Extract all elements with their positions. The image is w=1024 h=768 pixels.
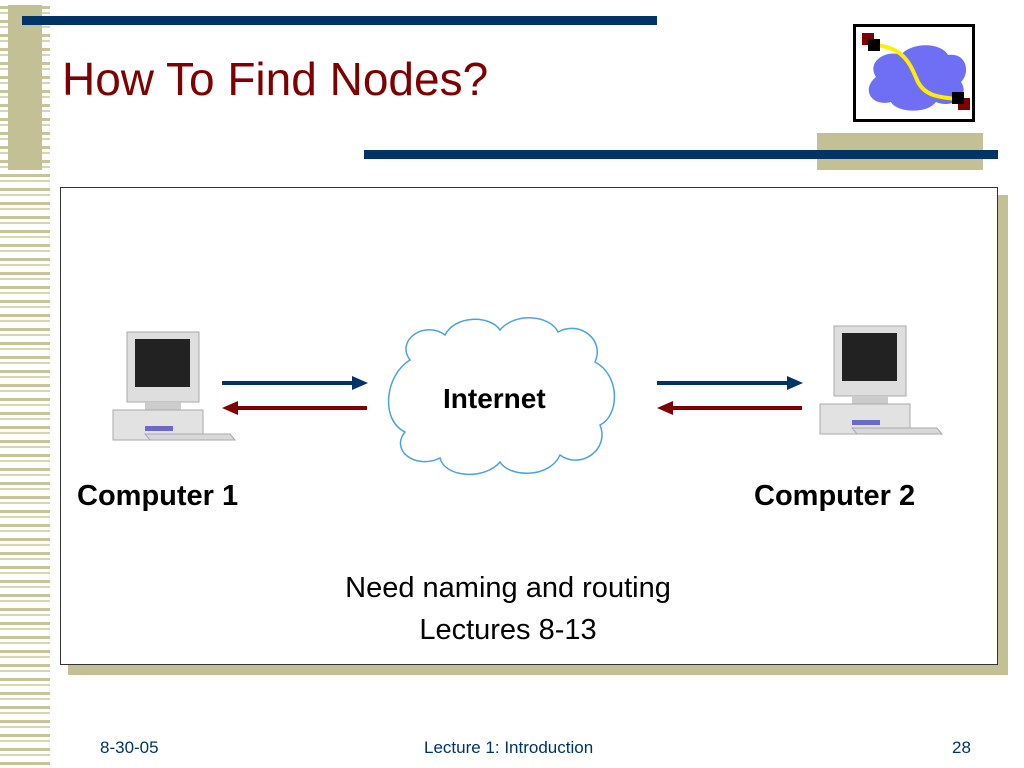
page-number: 28: [952, 738, 971, 757]
footer-date: 8-30-05: [100, 738, 159, 757]
computer-2-label: Computer 2: [754, 480, 916, 512]
arrow-out-right: [657, 376, 803, 390]
note-line-2: Lectures 8-13: [419, 614, 597, 646]
computer-2-icon: [819, 325, 944, 435]
title-rule: [364, 150, 998, 159]
computer-1-label: Computer 1: [77, 480, 239, 512]
network-logo-icon: [853, 24, 975, 122]
arrow-in-left: [222, 401, 367, 415]
cloud-label: Internet: [443, 383, 546, 414]
top-rule: [22, 16, 657, 25]
note-line-1: Need naming and routing: [345, 572, 671, 604]
slide-title: How To Find Nodes?: [62, 53, 489, 105]
arrow-in-right: [657, 401, 802, 415]
computer-1-icon: [112, 331, 237, 441]
arrow-out-left: [222, 376, 368, 390]
internet-cloud-icon: [387, 317, 616, 475]
decorative-column: [8, 5, 42, 170]
footer-title: Lecture 1: Introduction: [424, 738, 594, 757]
